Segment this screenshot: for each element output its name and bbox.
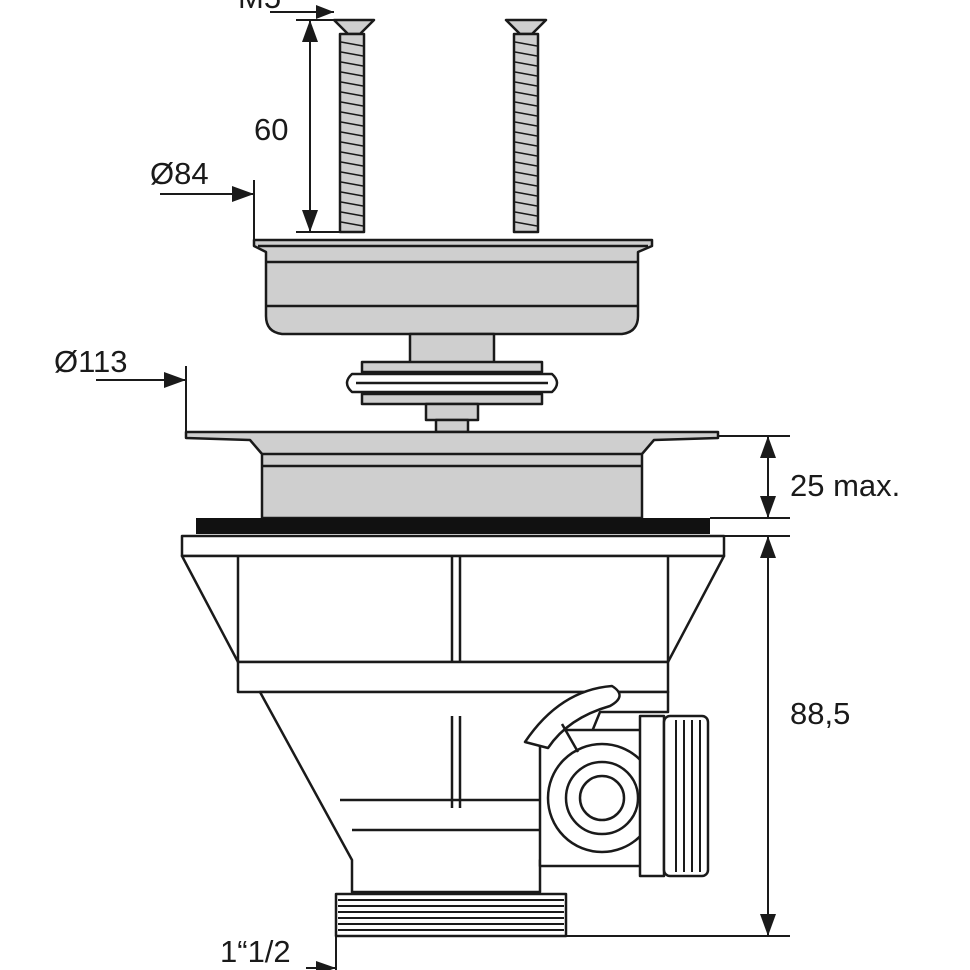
fixing-screws xyxy=(332,18,548,234)
label-flange-diameter: Ø113 xyxy=(54,344,128,379)
left-screw xyxy=(332,18,376,234)
sink-gasket xyxy=(196,518,710,534)
dimension-m5 xyxy=(270,5,334,19)
right-screw-thread xyxy=(514,41,538,227)
label-max-thickness: 25 max. xyxy=(790,468,900,503)
dimension-88-5 xyxy=(566,535,790,937)
plug-stem xyxy=(345,332,559,434)
outlet-thread xyxy=(334,892,568,938)
dimension-d84 xyxy=(160,180,255,240)
label-outlet-thread: 1“1/2 xyxy=(220,934,291,969)
overflow-thread xyxy=(675,720,701,872)
dimension-60 xyxy=(296,19,340,233)
label-basket-diameter: Ø84 xyxy=(150,156,209,191)
dimension-25-max xyxy=(710,435,790,519)
sink-flange xyxy=(184,430,720,520)
waste-body xyxy=(180,534,726,894)
dimension-outlet xyxy=(306,936,337,970)
right-screw xyxy=(504,18,548,234)
dimension-d113 xyxy=(96,366,187,432)
label-screw-length: 60 xyxy=(254,112,288,147)
label-body-height: 88,5 xyxy=(790,696,850,731)
strainer-basket xyxy=(252,238,654,336)
label-screw-thread: M5 xyxy=(238,0,281,15)
overflow-connector xyxy=(523,684,710,878)
left-screw-thread xyxy=(340,41,364,227)
